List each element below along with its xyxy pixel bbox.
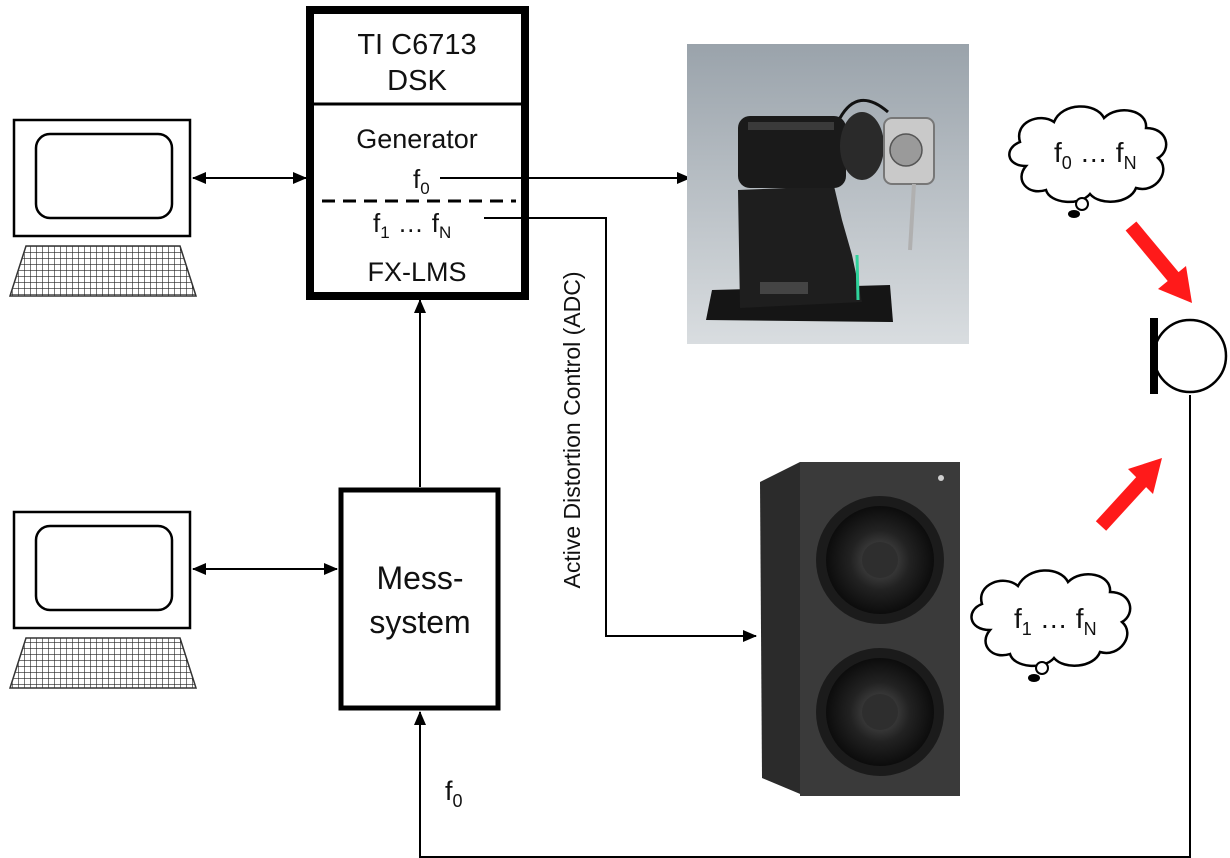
loudspeaker-photo — [760, 462, 960, 796]
thought-bottom-text: f1…fN — [1014, 603, 1097, 639]
thought-cloud-icon-bottom: f1…fN — [970, 569, 1132, 682]
red-arrow-bottom — [1095, 458, 1162, 531]
dsk-block: TI C6713 DSK Generator f0 f1…fN FX-LMS — [306, 6, 529, 300]
messsystem-line1: Mess- — [376, 560, 463, 596]
generator-label: Generator — [356, 124, 478, 154]
fxlms-label: FX-LMS — [367, 257, 466, 287]
feedback-f0-label: f0 — [445, 776, 463, 811]
thought-top-text: f0…fN — [1054, 137, 1137, 173]
messsystem-line2: system — [369, 604, 470, 640]
dsk-title-line2: DSK — [387, 65, 447, 97]
thought-cloud-icon-top: f0…fN — [1008, 105, 1168, 218]
microphone-icon — [1150, 318, 1228, 394]
messsystem-block: Mess- system — [338, 487, 501, 711]
harmonics-output-label: f1…fN — [373, 208, 451, 242]
red-arrow-top — [1125, 221, 1192, 303]
computer-icon-top — [8, 118, 198, 297]
adc-label: Active Distortion Control (ADC) — [559, 272, 585, 589]
connection-lines — [192, 172, 1191, 858]
dsk-title-line1: TI C6713 — [357, 29, 476, 61]
f0-output-label: f0 — [413, 164, 430, 198]
computer-icon-bottom — [8, 510, 198, 689]
shaker-photo — [687, 44, 969, 344]
